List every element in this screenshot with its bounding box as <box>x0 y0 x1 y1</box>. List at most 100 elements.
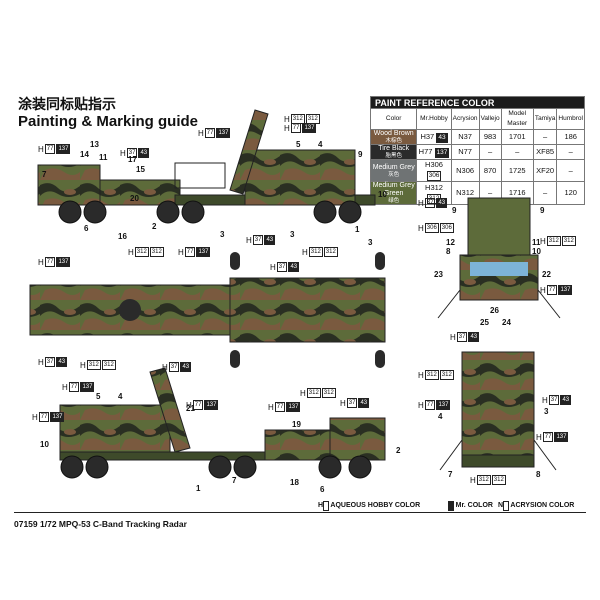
callout-number: 7 <box>42 170 47 179</box>
outrigger-pad <box>375 252 385 270</box>
humbrol-cell: – <box>556 159 585 182</box>
windshield <box>470 262 528 276</box>
callout-number: 21 <box>186 404 195 413</box>
outrigger-pad <box>375 350 385 368</box>
callout-number: 22 <box>542 270 551 279</box>
callout-number: 2 <box>396 446 401 455</box>
callout-number: 23 <box>434 270 443 279</box>
callout-number: 8 <box>446 247 451 256</box>
callout-number: 10 <box>40 440 49 449</box>
side-view-top <box>37 109 376 224</box>
radar-shelter <box>59 404 171 456</box>
callout-number: 3 <box>544 407 549 416</box>
callout-number: 5 <box>96 392 101 401</box>
callout-number: 16 <box>118 232 127 241</box>
callout-number: 7 <box>232 476 237 485</box>
radar-face <box>467 197 531 259</box>
trailer-rack <box>174 162 226 189</box>
shelter-top <box>229 277 386 343</box>
callout-number: 17 <box>128 155 137 164</box>
wheel <box>83 200 107 224</box>
wheel <box>208 455 232 479</box>
legend-mr-color: Mr. COLOR <box>448 501 493 511</box>
callout-number: 6 <box>320 485 325 494</box>
callout-number: 3 <box>290 230 295 239</box>
rear-view <box>439 351 557 471</box>
mr-hobby-cell: H37 43 <box>416 129 452 145</box>
wheel <box>318 455 342 479</box>
callout-number: 2 <box>152 222 157 231</box>
callout-number: 4 <box>318 140 323 149</box>
callout-number: 19 <box>292 420 301 429</box>
callout-number: 5 <box>296 140 301 149</box>
outrigger-leg <box>439 439 463 471</box>
callout-number: 20 <box>130 194 139 203</box>
header-model-master: Model Master <box>500 108 534 130</box>
callout-number: 14 <box>80 150 89 159</box>
callout-number: 10 <box>378 190 387 199</box>
shelter-rear <box>461 351 535 458</box>
wheel <box>181 200 205 224</box>
title-en: Painting & Marking guide <box>18 113 199 130</box>
wheel <box>233 455 257 479</box>
callout-number: 24 <box>502 318 511 327</box>
callout-number: 3 <box>220 230 225 239</box>
acrysion-cell: N312 <box>450 181 480 205</box>
callout-number: 1 <box>355 225 360 234</box>
wheel <box>156 200 180 224</box>
outrigger-pad <box>230 350 240 368</box>
legend-acrysion: N ACRYSION COLOR <box>498 501 575 511</box>
callout-number: 9 <box>452 206 457 215</box>
callout-number: 6 <box>84 224 89 233</box>
callout-number: 1 <box>196 484 201 493</box>
truck-cab <box>329 417 386 461</box>
model-master-cell: – <box>500 144 534 160</box>
tamiya-cell: – <box>532 181 558 205</box>
legend-aqueous: H AQUEOUS HOBBY COLOR <box>318 501 421 511</box>
callout-number: 4 <box>438 412 443 421</box>
outrigger-leg <box>537 289 561 319</box>
truck-body <box>264 429 336 461</box>
callout-number: 8 <box>536 470 541 479</box>
wheel <box>348 455 372 479</box>
outrigger-pad <box>230 252 240 270</box>
paint-reference-table: PAINT REFERENCE COLOR Color Mr.Hobby Acr… <box>369 96 585 205</box>
radar-antenna <box>149 367 191 453</box>
rear-bumper <box>461 454 535 468</box>
humbrol-cell: 120 <box>556 181 585 205</box>
wheel <box>85 455 109 479</box>
radar-shelter <box>244 149 356 206</box>
outrigger-leg <box>437 289 461 319</box>
side-view-bottom <box>59 367 386 479</box>
callout-number: 3 <box>368 238 373 247</box>
divider <box>14 512 586 513</box>
radar-antenna <box>229 109 269 195</box>
